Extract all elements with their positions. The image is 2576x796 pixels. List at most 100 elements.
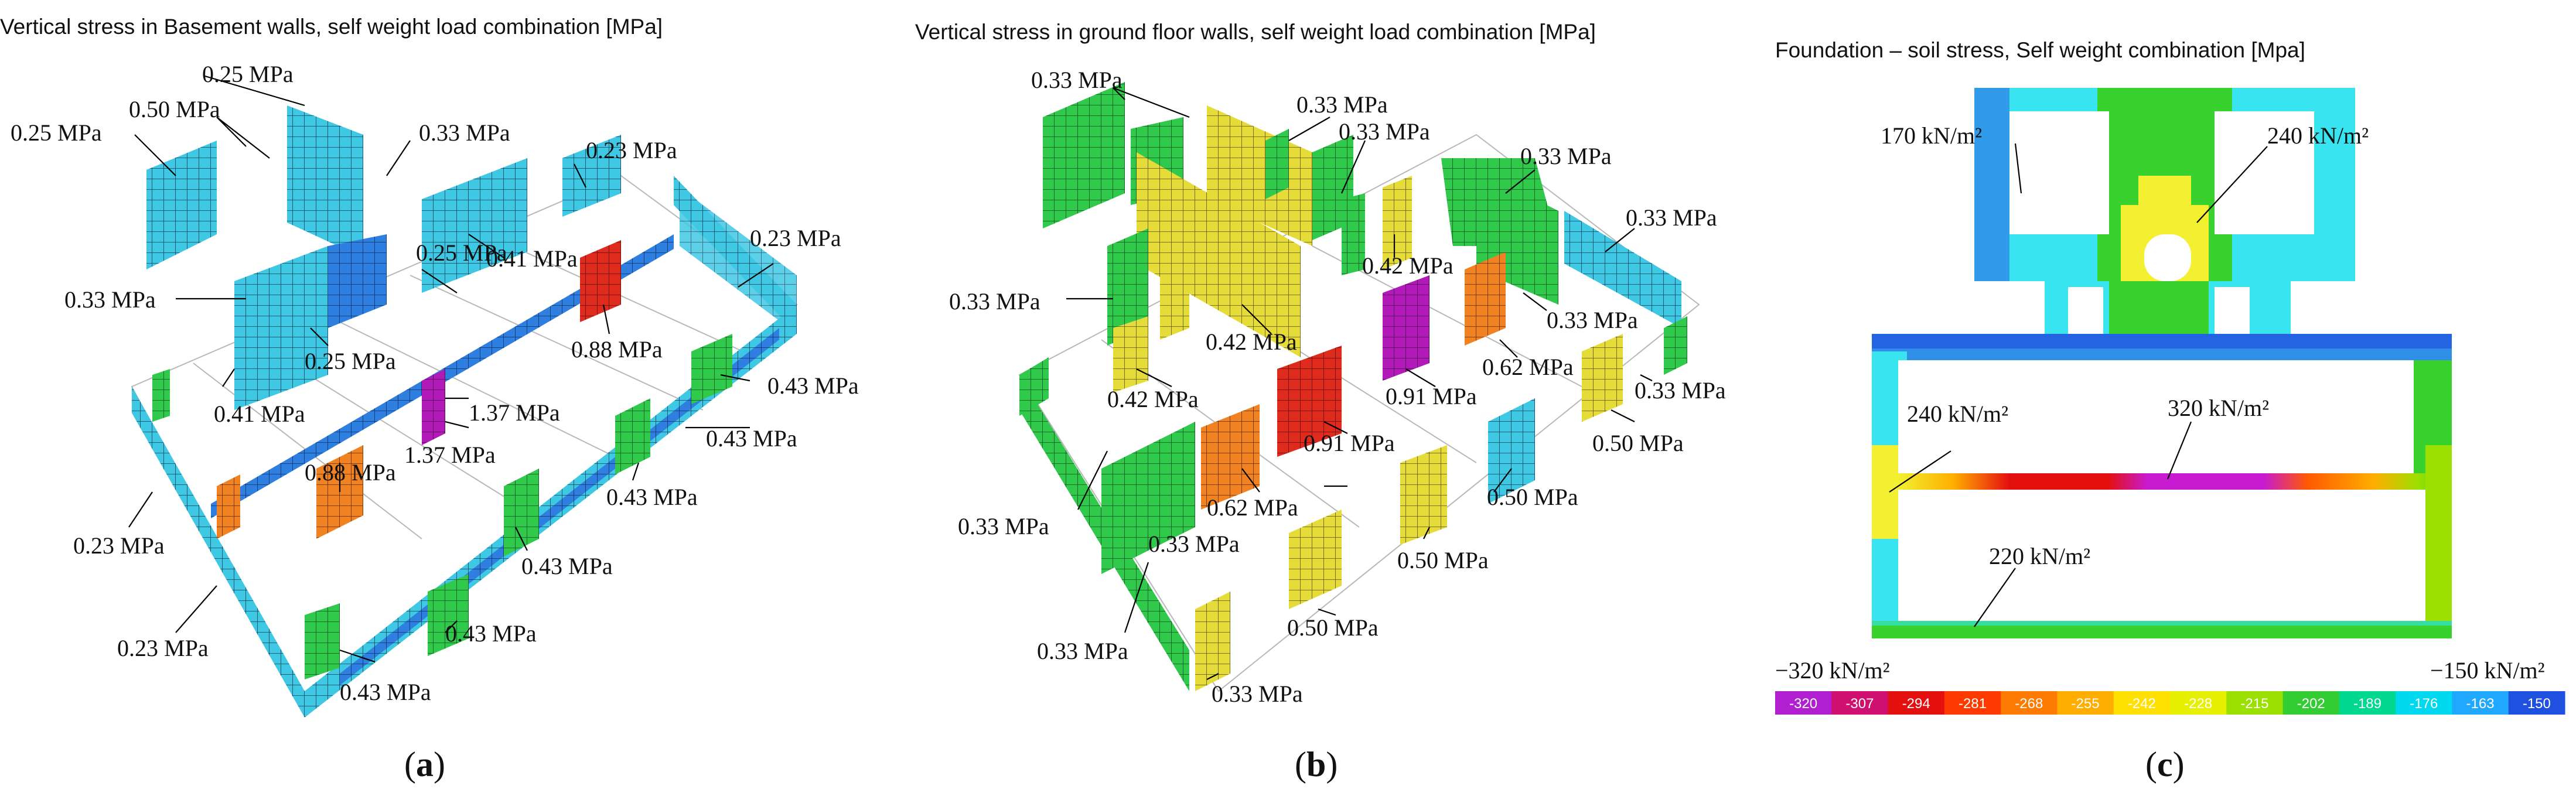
panel-c-leaders: [1889, 143, 2268, 627]
panel-b-wall-5: [1265, 129, 1289, 199]
panel-a-pier-6: [504, 469, 539, 556]
panel-a-pier-8: [428, 574, 469, 656]
legend-swatch: [2001, 691, 2058, 715]
panel-a-ann-19: 0.43 MPa: [521, 553, 613, 579]
panel-b-wall-1: [1043, 82, 1125, 228]
panel-a-ann-15: 0.43 MPa: [706, 425, 797, 452]
panel-a-ann-17: 0.88 MPa: [305, 459, 396, 486]
legend-tick-label: -242: [2128, 696, 2156, 712]
panel-a-ann-13: 1.37 MPa: [404, 442, 496, 468]
legend-tick-label: -150: [2523, 696, 2551, 712]
panel-c-legend: −320 kN/m² −150 kN/m² -320-307-294-281-2…: [1775, 657, 2565, 715]
panel-b-ann-16: 0.62 MPa: [1207, 494, 1298, 521]
legend-tick-label: -268: [2015, 696, 2043, 712]
panel-a-pier-10: [152, 369, 170, 422]
panel-b-ann-4: 0.33 MPa: [1626, 204, 1717, 231]
panel-a-ann-7: 0.23 MPa: [750, 225, 841, 251]
panel-b-ann-1: 0.33 MPa: [1296, 91, 1388, 118]
panel-a-ann-9: 0.25 MPa: [305, 348, 396, 374]
legend-swatch: [2113, 691, 2171, 715]
panel-b-ann-11: 0.91 MPa: [1386, 383, 1477, 409]
legend-tick-label: -255: [2072, 696, 2100, 712]
panel-a-front-wall: [132, 387, 305, 718]
legend-tick-label: -307: [1845, 696, 1874, 712]
panel-b-front-wall-2: [1019, 357, 1049, 416]
panel-b-ann-6: 0.33 MPa: [949, 288, 1040, 315]
legend-tick-label: -228: [2184, 696, 2212, 712]
panel-a-ann-1: 0.50 MPa: [129, 96, 220, 122]
panel-b-ann-3: 0.33 MPa: [1520, 143, 1612, 169]
panel-b-ann-19: 0.50 MPa: [1397, 547, 1489, 573]
legend-swatch: [2226, 691, 2284, 715]
panel-b-title: Vertical stress in ground floor walls, s…: [915, 20, 1596, 44]
panel-b-pier-1: [1383, 275, 1429, 381]
panel-b-ann-20: 0.50 MPa: [1287, 614, 1379, 641]
panel-a-pier-9: [305, 603, 340, 679]
panel-b-pier-4: [1201, 404, 1260, 510]
panel-b-ann-21: 0.33 MPa: [1037, 638, 1128, 664]
panel-b-wall-12: [1107, 228, 1148, 346]
panel-a-ann-20: 0.23 MPa: [117, 635, 209, 661]
panel-b-ann-13: 0.91 MPa: [1304, 430, 1395, 456]
panel-c-ann-1: 240 kN/m²: [2267, 122, 2369, 149]
panel-b-ann-2: 0.33 MPa: [1339, 118, 1430, 145]
panel-b-ann-18: 0.33 MPa: [1148, 531, 1240, 557]
panel-b-pier-8: [1488, 398, 1535, 504]
legend-tick-label: -189: [2353, 696, 2381, 712]
panel-c: Foundation – soil stress, Self weight co…: [1775, 38, 2565, 784]
panel-b-front-wall: [1019, 375, 1189, 691]
panel-b-pier-5: [1113, 316, 1148, 392]
panel-a-ann-2: 0.25 MPa: [11, 119, 102, 146]
panel-b-leaders: [1066, 87, 1653, 680]
panel-a-ann-12: 1.37 MPa: [469, 399, 560, 426]
panel-b-ann-9: 0.62 MPa: [1482, 354, 1574, 380]
legend-max-label: −150 kN/m²: [2430, 657, 2545, 684]
panel-a-pier-7: [691, 334, 732, 404]
panel-b-ann-12: 0.33 MPa: [1635, 377, 1726, 404]
legend-tick-label: -163: [2466, 696, 2495, 712]
panel-c-ann-2: 240 kN/m²: [1907, 401, 2008, 427]
panel-b-ann-7: 0.42 MPa: [1206, 329, 1297, 355]
panel-b-pier-3: [1277, 346, 1342, 457]
panel-a-title: Vertical stress in Basement walls, self …: [0, 15, 663, 39]
panel-b: Vertical stress in ground floor walls, s…: [915, 20, 1726, 784]
panel-a-label: (a): [404, 745, 445, 784]
legend-swatch: [2339, 691, 2396, 715]
legend-swatch: [2452, 691, 2509, 715]
panel-b-ann-15: 0.33 MPa: [958, 513, 1049, 539]
panel-c-title: Foundation – soil stress, Self weight co…: [1775, 38, 2305, 62]
panel-a-pier-2: [422, 369, 445, 445]
panel-b-wall-3: [1137, 152, 1301, 357]
legend-tick-label: -215: [2240, 696, 2268, 712]
panel-a-ann-3: 0.33 MPa: [419, 119, 510, 146]
legend-swatch: [2396, 691, 2452, 715]
panel-a-ann-0: 0.25 MPa: [202, 61, 294, 87]
panel-a-ann-8: 0.33 MPa: [64, 286, 156, 313]
legend-swatch: [2057, 691, 2114, 715]
legend-swatch: [1831, 691, 1889, 715]
legend-swatch: [2508, 691, 2565, 715]
panel-a-ann-10: 0.88 MPa: [571, 336, 663, 363]
panel-a-ann-5: 0.41 MPa: [486, 245, 578, 272]
panel-b-label: (b): [1295, 745, 1338, 784]
legend-swatch: [1944, 691, 2001, 715]
legend-tick-label: -320: [1789, 696, 1817, 712]
panel-a-ann-18: 0.43 MPa: [606, 484, 698, 510]
panel-b-ann-8: 0.33 MPa: [1547, 307, 1638, 333]
panel-b-wall-11: [1564, 211, 1681, 328]
panel-a-back-wall-4: [562, 135, 621, 217]
legend-swatch: [1775, 691, 1832, 715]
panel-b-wall-7: [1342, 193, 1365, 275]
panel-b-ann-10: 0.42 MPa: [1107, 386, 1199, 412]
panel-b-ann-5: 0.42 MPa: [1362, 252, 1454, 279]
legend-min-label: −320 kN/m²: [1775, 657, 1890, 684]
legend-tick-label: -176: [2410, 696, 2438, 712]
panel-b-ann-14: 0.50 MPa: [1592, 430, 1684, 456]
panel-b-wall-8: [1383, 176, 1412, 269]
panel-c-ann-0: 170 kN/m²: [1881, 122, 1982, 149]
panel-c-lower-block: [1872, 334, 2452, 638]
panel-a-ann-4: 0.23 MPa: [586, 137, 677, 163]
panel-a-back-wall-3: [422, 158, 527, 293]
legend-swatch: [1888, 691, 1945, 715]
